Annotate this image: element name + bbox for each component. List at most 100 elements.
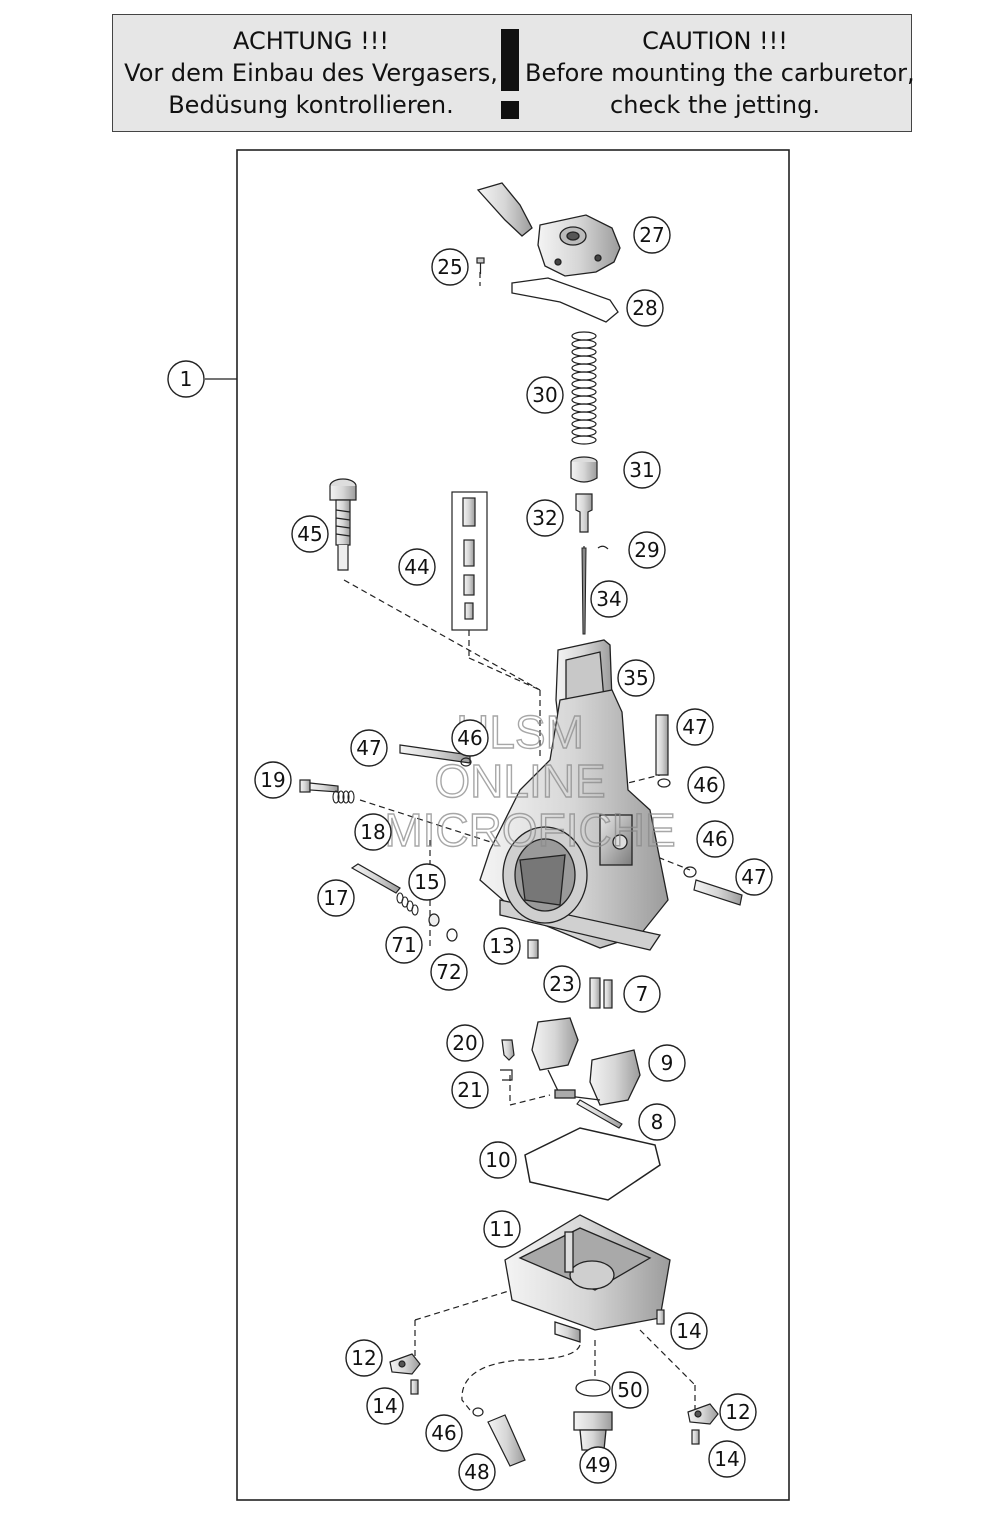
- part-31-retainer: [570, 456, 598, 483]
- callout-c23-label: 23: [549, 972, 574, 996]
- caution-de-line2: Bedüsung kontrollieren.: [168, 91, 454, 119]
- callout-c46d-label: 46: [431, 1421, 456, 1445]
- caution-english: CAUTION !!! Before mounting the carburet…: [525, 25, 915, 121]
- callout-c72: 72: [430, 953, 468, 991]
- callout-c34: 34: [590, 580, 628, 618]
- callout-c21-label: 21: [457, 1078, 482, 1102]
- callout-c47c: 47: [735, 858, 773, 896]
- callout-c49-label: 49: [585, 1453, 610, 1477]
- callout-c47b: 47: [676, 708, 714, 746]
- callout-c18-label: 18: [360, 820, 385, 844]
- part-29-clip: [597, 545, 609, 550]
- callout-c21: 21: [451, 1071, 489, 1109]
- callout-c46c: 46: [696, 820, 734, 858]
- callout-c28: 28: [626, 289, 664, 327]
- callout-c49: 49: [579, 1446, 617, 1484]
- part-21-clip: [500, 1069, 513, 1081]
- part-7-jet: [603, 979, 613, 1009]
- callout-c1: 1: [167, 360, 205, 398]
- callout-c12b: 12: [719, 1393, 757, 1431]
- callout-c15: 15: [408, 863, 446, 901]
- part-49-drain-plug: [573, 1411, 613, 1451]
- part-71-washer: [428, 913, 440, 927]
- part-13-jet: [527, 939, 539, 959]
- callout-c47a: 47: [350, 729, 388, 767]
- callout-c23: 23: [543, 965, 581, 1003]
- callout-c9: 9: [648, 1044, 686, 1082]
- callout-c14c-label: 14: [714, 1447, 739, 1471]
- callout-c29-label: 29: [634, 538, 659, 562]
- callout-c47a-label: 47: [356, 736, 381, 760]
- part-50-o-ring: [575, 1379, 611, 1397]
- callout-c14c: 14: [708, 1440, 746, 1478]
- callout-c14b-label: 14: [372, 1394, 397, 1418]
- callout-c14a: 14: [670, 1312, 708, 1350]
- caution-en-heading: CAUTION !!!: [642, 27, 788, 55]
- callout-c12b-label: 12: [725, 1400, 750, 1424]
- callout-c10-label: 10: [485, 1148, 510, 1172]
- part-27-cable-elbow: [476, 182, 621, 277]
- callout-c31: 31: [623, 451, 661, 489]
- callout-c1-label: 1: [180, 367, 193, 391]
- callout-c44-label: 44: [404, 555, 429, 579]
- part-44-jet-set: [451, 491, 488, 631]
- part-34-jet-needle: [581, 547, 587, 635]
- callout-c25: 25: [431, 248, 469, 286]
- callout-c13: 13: [483, 927, 521, 965]
- callout-c34-label: 34: [596, 587, 621, 611]
- part-11-float-bowl: [504, 1214, 671, 1343]
- callout-c12a-label: 12: [351, 1346, 376, 1370]
- callout-c27: 27: [633, 216, 671, 254]
- exclamation-icon: [498, 29, 522, 125]
- part-14-screw: [410, 1309, 700, 1445]
- callout-c17: 17: [317, 879, 355, 917]
- callout-c48: 48: [458, 1453, 496, 1491]
- callout-c47c-label: 47: [741, 865, 766, 889]
- watermark: HLSM ONLINE MICROFICHE: [384, 705, 677, 856]
- callout-c48-label: 48: [464, 1460, 489, 1484]
- callout-c46c-label: 46: [702, 827, 727, 851]
- callout-c7-label: 7: [636, 982, 649, 1006]
- callout-c32-label: 32: [532, 506, 557, 530]
- part-18-spring: [332, 790, 355, 804]
- part-45-adjusting-screw: [329, 478, 357, 571]
- watermark-line2: ONLINE: [434, 755, 605, 807]
- part-72-o-ring: [446, 928, 458, 942]
- callout-c18: 18: [354, 813, 392, 851]
- callout-c20-label: 20: [452, 1031, 477, 1055]
- callout-c25-label: 25: [437, 255, 462, 279]
- callout-c27-label: 27: [639, 223, 664, 247]
- callout-c20: 20: [446, 1024, 484, 1062]
- callout-c8: 8: [638, 1103, 676, 1141]
- callout-c46a-label: 46: [457, 726, 482, 750]
- caution-de-line1: Vor dem Einbau des Vergasers,: [124, 59, 498, 87]
- callout-c11-label: 11: [489, 1217, 514, 1241]
- callout-c19-label: 19: [260, 768, 285, 792]
- callout-c14a-label: 14: [676, 1319, 701, 1343]
- callout-bubbles: 1 27 25 28 30 31 32 29 34 45 44 35 47 46…: [167, 216, 773, 1491]
- callout-c44: 44: [398, 548, 436, 586]
- part-8-float-pin: [576, 1099, 623, 1129]
- caution-german: ACHTUNG !!! Vor dem Einbau des Vergasers…: [121, 25, 501, 121]
- part-17-mixture-screw: [350, 863, 401, 894]
- part-47-vent-hose: [399, 714, 743, 1467]
- callout-c71-label: 71: [391, 933, 416, 957]
- callout-c45: 45: [291, 515, 329, 553]
- part-10-float-bowl-gasket: [524, 1127, 661, 1201]
- part-30-spring: [571, 331, 597, 445]
- callout-c12a: 12: [345, 1339, 383, 1377]
- callout-c71: 71: [385, 926, 423, 964]
- callout-c9-label: 9: [661, 1051, 674, 1075]
- part-32-needle-holder: [575, 493, 593, 533]
- part-9-float: [531, 1017, 641, 1106]
- part-23-main-jet: [589, 977, 601, 1009]
- callout-c29: 29: [628, 531, 666, 569]
- callout-c28-label: 28: [632, 296, 657, 320]
- caution-banner: ACHTUNG !!! Vor dem Einbau des Vergasers…: [112, 14, 915, 132]
- part-28-gasket: [511, 277, 619, 323]
- callout-c19: 19: [254, 761, 292, 799]
- callout-c35-label: 35: [623, 666, 648, 690]
- part-1-carburetor-body: [479, 689, 669, 951]
- part-12-bracket: [389, 1353, 719, 1425]
